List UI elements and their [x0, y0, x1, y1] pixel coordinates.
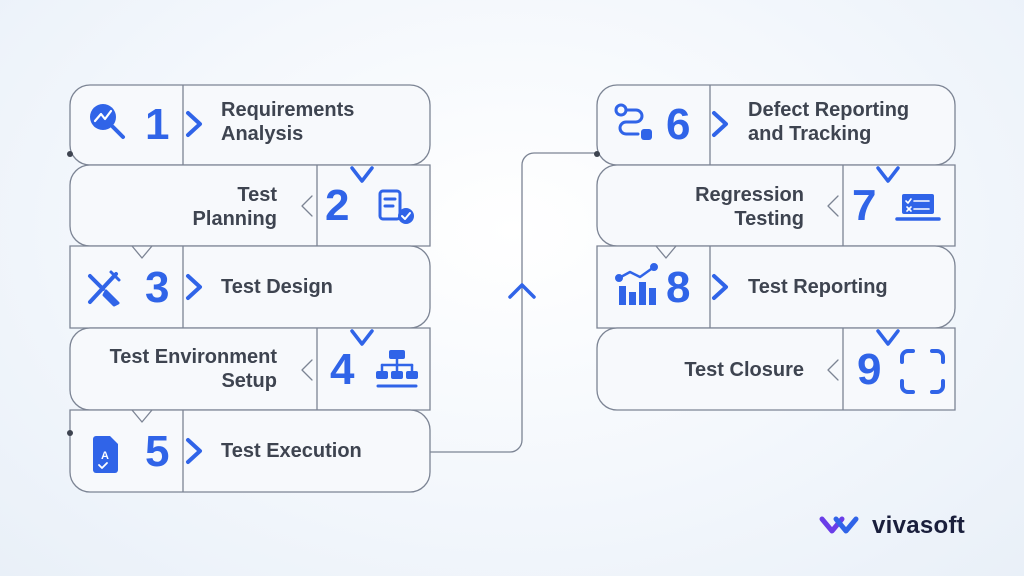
laptop-checklist-icon — [895, 194, 941, 221]
timeline-dot — [594, 151, 600, 157]
svg-text:A: A — [101, 450, 109, 462]
right-chevron-icon — [186, 111, 202, 137]
defect-path-icon — [614, 103, 652, 140]
right-chevron-icon — [712, 111, 728, 137]
right-chevron-icon — [712, 274, 728, 300]
hierarchy-network-icon — [376, 350, 418, 388]
step-label-7-line1: Regression — [695, 184, 804, 206]
left-chevron-icon — [301, 195, 313, 217]
tab-notch — [655, 245, 677, 259]
bar-chart-trend-icon — [615, 263, 658, 305]
step-number-5: 5 — [145, 427, 170, 476]
step-number-8: 8 — [666, 263, 691, 312]
step-label-2-line2: Planning — [192, 208, 277, 230]
step-number-1: 1 — [145, 100, 170, 149]
right-chevron-icon — [186, 274, 202, 300]
vivasoft-logo-icon — [819, 516, 859, 534]
step-label-2: Test Planning — [193, 183, 277, 231]
step-label-5-line1: Test Execution — [221, 440, 362, 462]
brand-name: vivasoft — [872, 512, 966, 539]
left-chevron-icon — [827, 359, 839, 381]
closure-frame-icon — [900, 349, 945, 394]
step-label-6: Defect Reporting and Tracking — [748, 98, 909, 146]
step-label-2-line1: Test — [237, 184, 277, 206]
step-label-8: Test Reporting — [748, 275, 888, 299]
step-label-1: Requirements Analysis — [221, 98, 354, 146]
right-chevron-icon — [186, 438, 202, 464]
step-number-7: 7 — [852, 181, 877, 230]
step-label-9: Test Closure — [684, 358, 804, 382]
left-chevron-icon — [827, 195, 839, 217]
step-number-6: 6 — [666, 100, 691, 149]
step-label-9-line1: Test Closure — [684, 359, 804, 381]
up-chevron-icon — [508, 283, 536, 299]
design-pencil-ruler-icon — [88, 270, 121, 307]
step-number-4: 4 — [330, 345, 355, 394]
step-label-3-line1: Test Design — [221, 276, 333, 298]
down-chevron-icon — [350, 329, 374, 346]
card-9 — [596, 327, 956, 411]
tab-notch — [131, 409, 153, 423]
card-5 — [69, 409, 431, 493]
step-label-7-line2: Testing — [734, 208, 804, 230]
step-label-1-line2: Analysis — [221, 123, 304, 145]
analysis-magnifier-icon — [90, 104, 125, 139]
step-label-4-line2: Setup — [221, 370, 277, 392]
left-chevron-icon — [301, 359, 313, 381]
tab-notch — [131, 245, 153, 259]
step-number-3: 3 — [145, 263, 170, 312]
step-label-6-line2: and Tracking — [748, 123, 872, 145]
flow-connector — [430, 152, 597, 453]
step-label-1-line1: Requirements — [221, 99, 355, 121]
step-label-5: Test Execution — [221, 439, 362, 463]
step-number-2: 2 — [325, 181, 350, 230]
step-label-7: Regression Testing — [695, 183, 804, 231]
step-label-3: Test Design — [221, 275, 333, 299]
step-label-4-line1: Test Environment — [109, 346, 277, 368]
checklist-document-icon — [378, 189, 414, 224]
timeline-dot — [67, 151, 73, 157]
step-label-8-line1: Test Reporting — [748, 276, 888, 298]
down-chevron-icon — [876, 329, 900, 346]
timeline-dot — [67, 430, 73, 436]
step-label-4: Test Environment Setup — [110, 345, 277, 393]
step-number-9: 9 — [857, 345, 882, 394]
down-chevron-icon — [876, 166, 900, 183]
test-document-icon: A — [93, 436, 118, 473]
step-label-6-line1: Defect Reporting — [748, 99, 910, 121]
down-chevron-icon — [350, 166, 374, 183]
card-1 — [69, 84, 431, 166]
